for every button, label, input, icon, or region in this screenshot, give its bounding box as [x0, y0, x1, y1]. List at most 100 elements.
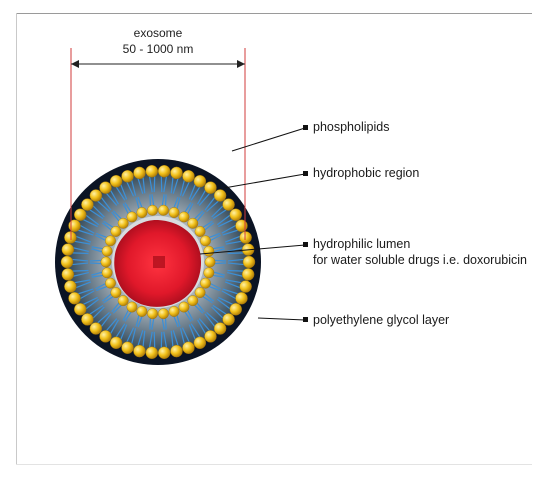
drug-molecule	[153, 256, 165, 268]
phospholipid-head-bead	[90, 323, 102, 335]
phospholipid-head-bead	[158, 347, 170, 359]
lipid-tail	[72, 270, 88, 271]
phospholipid-head-bead	[230, 209, 242, 221]
phospholipid-head-bead	[169, 306, 179, 316]
phospholipid-head-bead	[240, 281, 252, 293]
phospholipid-head-bead	[101, 257, 111, 267]
dimension-title: exosome	[108, 26, 208, 40]
phospholipid-head-bead	[230, 303, 242, 315]
phospholipid-head-bead	[188, 295, 198, 305]
dimension-arrowhead-left	[71, 60, 79, 68]
phospholipid-head-bead	[194, 337, 206, 349]
lipid-tail	[90, 263, 102, 264]
phospholipid-head-bead	[64, 281, 76, 293]
label-water-soluble-drugs: for water soluble drugs i.e. doxorubicin	[313, 253, 527, 268]
phospholipid-head-bead	[147, 205, 157, 215]
phospholipid-head-bead	[146, 347, 158, 359]
phospholipid-head-bead	[74, 209, 86, 221]
phospholipid-head-bead	[100, 330, 112, 342]
phospholipid-head-bead	[204, 246, 214, 256]
lipid-tail	[214, 263, 226, 264]
dimension-range: 50 - 1000 nm	[108, 42, 208, 56]
phospholipid-head-bead	[200, 236, 210, 246]
phospholipid-head-bead	[243, 256, 255, 268]
marker-lumen	[303, 242, 308, 247]
phospholipid-head-bead	[146, 165, 158, 177]
leader-phospholipids	[232, 128, 305, 151]
leader-hydrophobic	[224, 174, 305, 188]
phospholipid-head-bead	[133, 167, 145, 179]
phospholipid-head-bead	[118, 218, 128, 228]
phospholipid-head-bead	[62, 244, 74, 256]
phospholipid-head-bead	[102, 268, 112, 278]
phospholipid-head-bead	[122, 342, 134, 354]
phospholipid-head-bead	[127, 302, 137, 312]
marker-hydrophobic	[303, 171, 308, 176]
phospholipid-head-bead	[133, 345, 145, 357]
phospholipid-head-bead	[102, 246, 112, 256]
marker-phospholipids	[303, 125, 308, 130]
phospholipid-head-bead	[110, 175, 122, 187]
phospholipid-head-bead	[195, 287, 205, 297]
phospholipid-head-bead	[179, 302, 189, 312]
phospholipid-head-bead	[214, 189, 226, 201]
phospholipid-head-bead	[235, 220, 247, 232]
phospholipid-head-bead	[118, 295, 128, 305]
phospholipid-head-bead	[200, 278, 210, 288]
label-polyethylene-glycol: polyethylene glycol layer	[313, 313, 449, 328]
phospholipid-head-bead	[179, 212, 189, 222]
phospholipid-head-bead	[223, 313, 235, 325]
phospholipid-head-bead	[74, 303, 86, 315]
phospholipid-head-bead	[214, 323, 226, 335]
phospholipid-head-bead	[111, 287, 121, 297]
phospholipid-head-bead	[188, 218, 198, 228]
phospholipid-head-bead	[182, 342, 194, 354]
phospholipid-head-bead	[100, 182, 112, 194]
lipid-tail	[90, 260, 102, 261]
label-phospholipids: phospholipids	[313, 120, 389, 135]
lipid-tail	[150, 194, 151, 206]
phospholipid-head-bead	[235, 292, 247, 304]
phospholipid-head-bead	[105, 278, 115, 288]
phospholipid-head-bead	[69, 292, 81, 304]
phospholipid-head-bead	[204, 330, 216, 342]
phospholipid-head-bead	[90, 189, 102, 201]
phospholipid-head-bead	[171, 345, 183, 357]
phospholipid-head-bead	[240, 231, 252, 243]
phospholipid-head-bead	[127, 212, 137, 222]
phospholipid-head-bead	[110, 337, 122, 349]
phospholipid-head-bead	[81, 313, 93, 325]
phospholipid-head-bead	[105, 236, 115, 246]
phospholipid-head-bead	[223, 199, 235, 211]
label-hydrophobic-region: hydrophobic region	[313, 166, 419, 181]
phospholipid-head-bead	[137, 207, 147, 217]
phospholipid-head-bead	[61, 256, 73, 268]
phospholipid-head-bead	[182, 170, 194, 182]
marker-peg	[303, 317, 308, 322]
phospholipid-head-bead	[195, 226, 205, 236]
phospholipid-head-bead	[242, 268, 254, 280]
dimension-arrowhead-right	[237, 60, 245, 68]
phospholipid-head-bead	[69, 220, 81, 232]
phospholipid-head-bead	[171, 167, 183, 179]
lipid-tail	[72, 253, 88, 254]
phospholipid-head-bead	[204, 182, 216, 194]
phospholipid-head-bead	[158, 205, 168, 215]
lipid-tail	[166, 317, 167, 329]
label-hydrophilic-lumen: hydrophilic lumen	[313, 237, 410, 252]
phospholipid-head-bead	[205, 257, 215, 267]
lipid-tail	[166, 194, 167, 206]
phospholipid-head-bead	[111, 226, 121, 236]
lipid-tail	[227, 253, 243, 254]
phospholipid-head-bead	[158, 309, 168, 319]
phospholipid-head-bead	[194, 175, 206, 187]
phospholipid-head-bead	[122, 170, 134, 182]
phospholipid-head-bead	[64, 231, 76, 243]
phospholipid-head-bead	[204, 268, 214, 278]
lipid-tail	[227, 270, 243, 271]
phospholipid-head-bead	[158, 165, 170, 177]
phospholipid-head-bead	[62, 268, 74, 280]
phospholipid-head-bead	[169, 207, 179, 217]
